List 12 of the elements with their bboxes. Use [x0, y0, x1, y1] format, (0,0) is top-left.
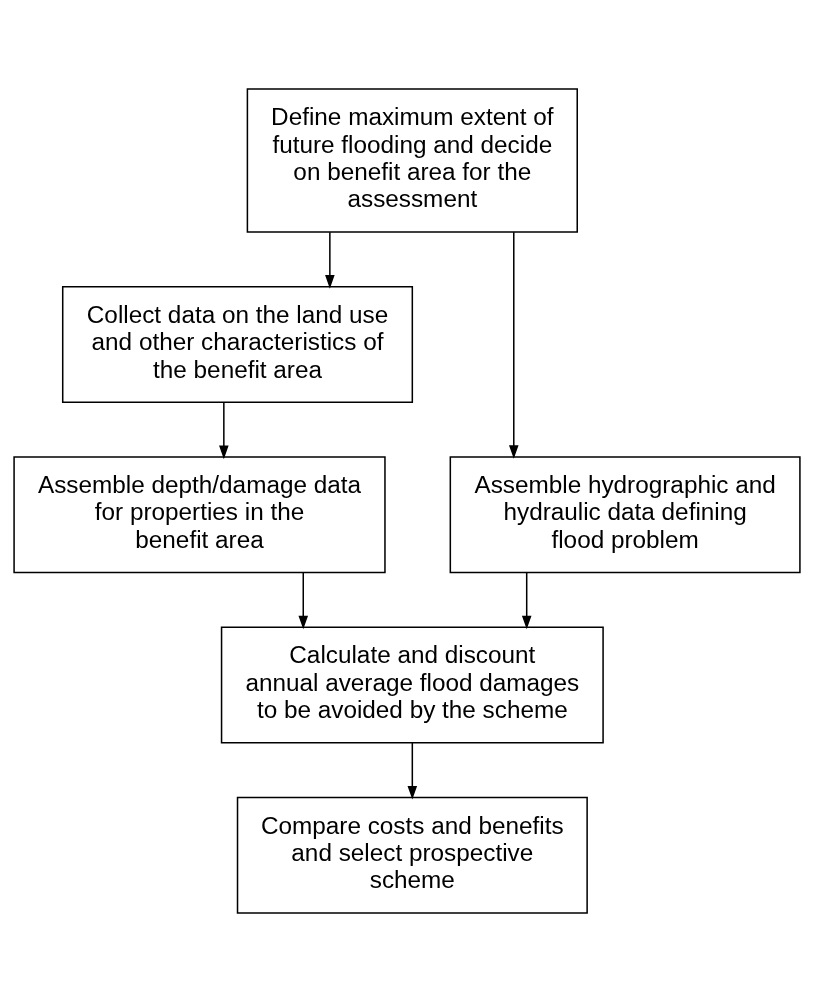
arrow: [509, 230, 519, 459]
node-box: Assemble hydrographic and hydraulic data defining flood problem: [449, 455, 801, 573]
node-box: Assemble depth/damage data for properties in the benefit area: [13, 455, 386, 573]
arrow: [407, 741, 418, 800]
node-box: Compare costs and benefits and select prospective scheme: [236, 796, 588, 914]
node-box: Collect data on the land use and other characteristics of the benefit area: [61, 285, 414, 403]
node-box: Define maximum extent of future flooding and decide on benefit area for the assessment: [246, 87, 578, 233]
arrow: [219, 401, 229, 459]
arrow: [298, 571, 309, 629]
node-box: Calculate and discount annual average flood damages to be avoided by the scheme: [220, 625, 604, 743]
arrow: [521, 571, 532, 629]
arrow: [325, 230, 335, 289]
